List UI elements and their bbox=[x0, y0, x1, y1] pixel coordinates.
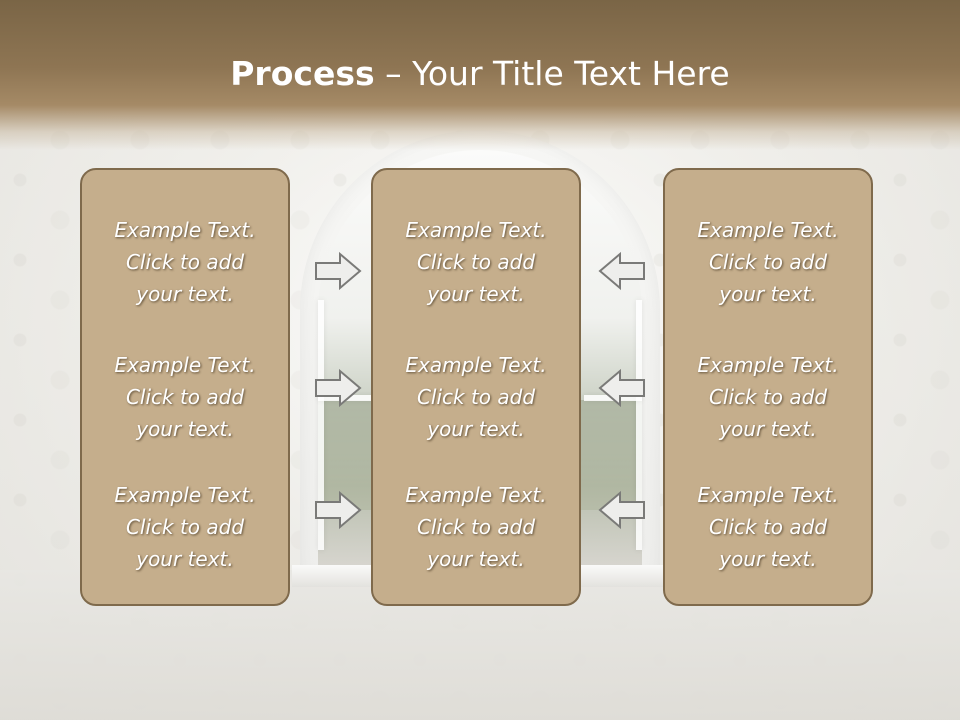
text-placeholder[interactable]: Example Text. Click to add your text. bbox=[405, 483, 547, 571]
arrow-left-icon bbox=[598, 490, 645, 530]
title-rest: – Your Title Text Here bbox=[374, 54, 730, 93]
arrow-left-icon bbox=[598, 251, 645, 291]
arrow-left-icon bbox=[598, 368, 645, 408]
text-placeholder[interactable]: Example Text. Click to add your text. bbox=[405, 353, 547, 441]
text-placeholder[interactable]: Example Text. Click to add your text. bbox=[697, 483, 839, 571]
window-sash-left bbox=[318, 300, 324, 550]
window-sash-right bbox=[636, 300, 642, 550]
title-bar bbox=[0, 0, 960, 150]
slide-title[interactable]: Process – Your Title Text Here bbox=[0, 52, 960, 96]
text-placeholder[interactable]: Example Text. Click to add your text. bbox=[697, 218, 839, 306]
text-placeholder[interactable]: Example Text. Click to add your text. bbox=[405, 218, 547, 306]
arrow-right-icon bbox=[315, 251, 362, 291]
title-bold: Process bbox=[230, 54, 375, 93]
text-box-center[interactable]: Example Text. Click to add your text. Ex… bbox=[371, 168, 581, 606]
text-box-left[interactable]: Example Text. Click to add your text. Ex… bbox=[80, 168, 290, 606]
text-placeholder[interactable]: Example Text. Click to add your text. bbox=[114, 218, 256, 306]
arrow-right-icon bbox=[315, 368, 362, 408]
text-placeholder[interactable]: Example Text. Click to add your text. bbox=[114, 353, 256, 441]
text-box-right[interactable]: Example Text. Click to add your text. Ex… bbox=[663, 168, 873, 606]
arrow-right-icon bbox=[315, 490, 362, 530]
text-placeholder[interactable]: Example Text. Click to add your text. bbox=[697, 353, 839, 441]
text-placeholder[interactable]: Example Text. Click to add your text. bbox=[114, 483, 256, 571]
